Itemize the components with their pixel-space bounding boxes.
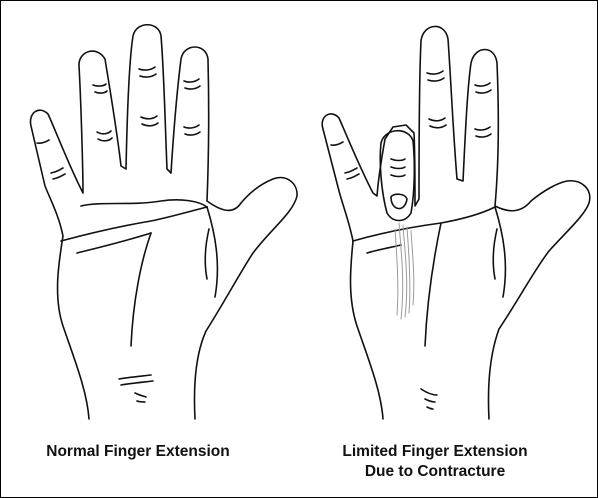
normal-crease [185,86,200,89]
normal-crease [51,168,63,173]
normal-crease [37,140,49,143]
normal-crease [141,116,157,119]
contracture-crease [476,90,491,93]
contracture-palm-line [493,229,497,279]
palmar-cord [395,223,414,319]
contracture-palm-line [353,207,495,241]
normal-crease [93,84,106,86]
flexed-finger-nail [391,194,407,208]
normal-crease [184,125,199,128]
normal-crease [184,79,199,82]
normal-wrist-crease [119,375,151,379]
contracture-palm-line [495,207,505,297]
contracture-crease [345,168,357,173]
normal-crease [53,174,65,179]
normal-hand-illustration [30,25,297,419]
normal-palm-line [205,229,209,279]
limited-extension-caption-line1: Limited Finger Extension [301,442,569,462]
flexed-finger [380,131,414,221]
contracture-wrist-crease [425,399,435,402]
normal-palm-line [207,207,217,297]
limited-extension-caption: Limited Finger Extension Due to Contract… [301,442,569,482]
limited-extension-caption-line2: Due to Contracture [301,462,569,482]
contracture-crease [427,71,443,74]
contracture-palm-line [425,223,441,346]
normal-wrist-crease [121,381,153,385]
contracture-crease [331,142,343,145]
contracture-crease [475,83,490,86]
normal-crease [140,74,156,77]
normal-hand-outline [30,25,297,419]
contracture-crease [428,78,444,81]
normal-extension-caption: Normal Finger Extension [13,442,263,462]
normal-palm-line [77,233,151,253]
normal-crease [98,138,112,141]
contracture-crease [476,134,491,137]
contracture-crease [475,127,490,130]
normal-crease [185,132,200,135]
contracture-wrist-crease [421,389,437,395]
normal-wrist-crease [135,393,146,397]
contracture-crease [391,175,405,177]
normal-crease [95,91,107,93]
contracture-crease [391,167,405,169]
normal-crease [142,123,158,126]
contracture-crease [430,125,446,128]
contracture-crease [429,118,445,121]
contracture-crease [391,159,405,161]
normal-crease [139,67,155,70]
contracture-hand-outline [322,26,590,419]
normal-wrist-crease [137,401,145,402]
normal-palm-line [131,233,151,346]
normal-palm-line [81,200,207,207]
normal-crease [97,131,111,134]
normal-palm-line [61,207,207,241]
contracture-crease [347,174,359,179]
contracture-hand-illustration [322,26,590,419]
contracture-wrist-crease [427,407,433,409]
